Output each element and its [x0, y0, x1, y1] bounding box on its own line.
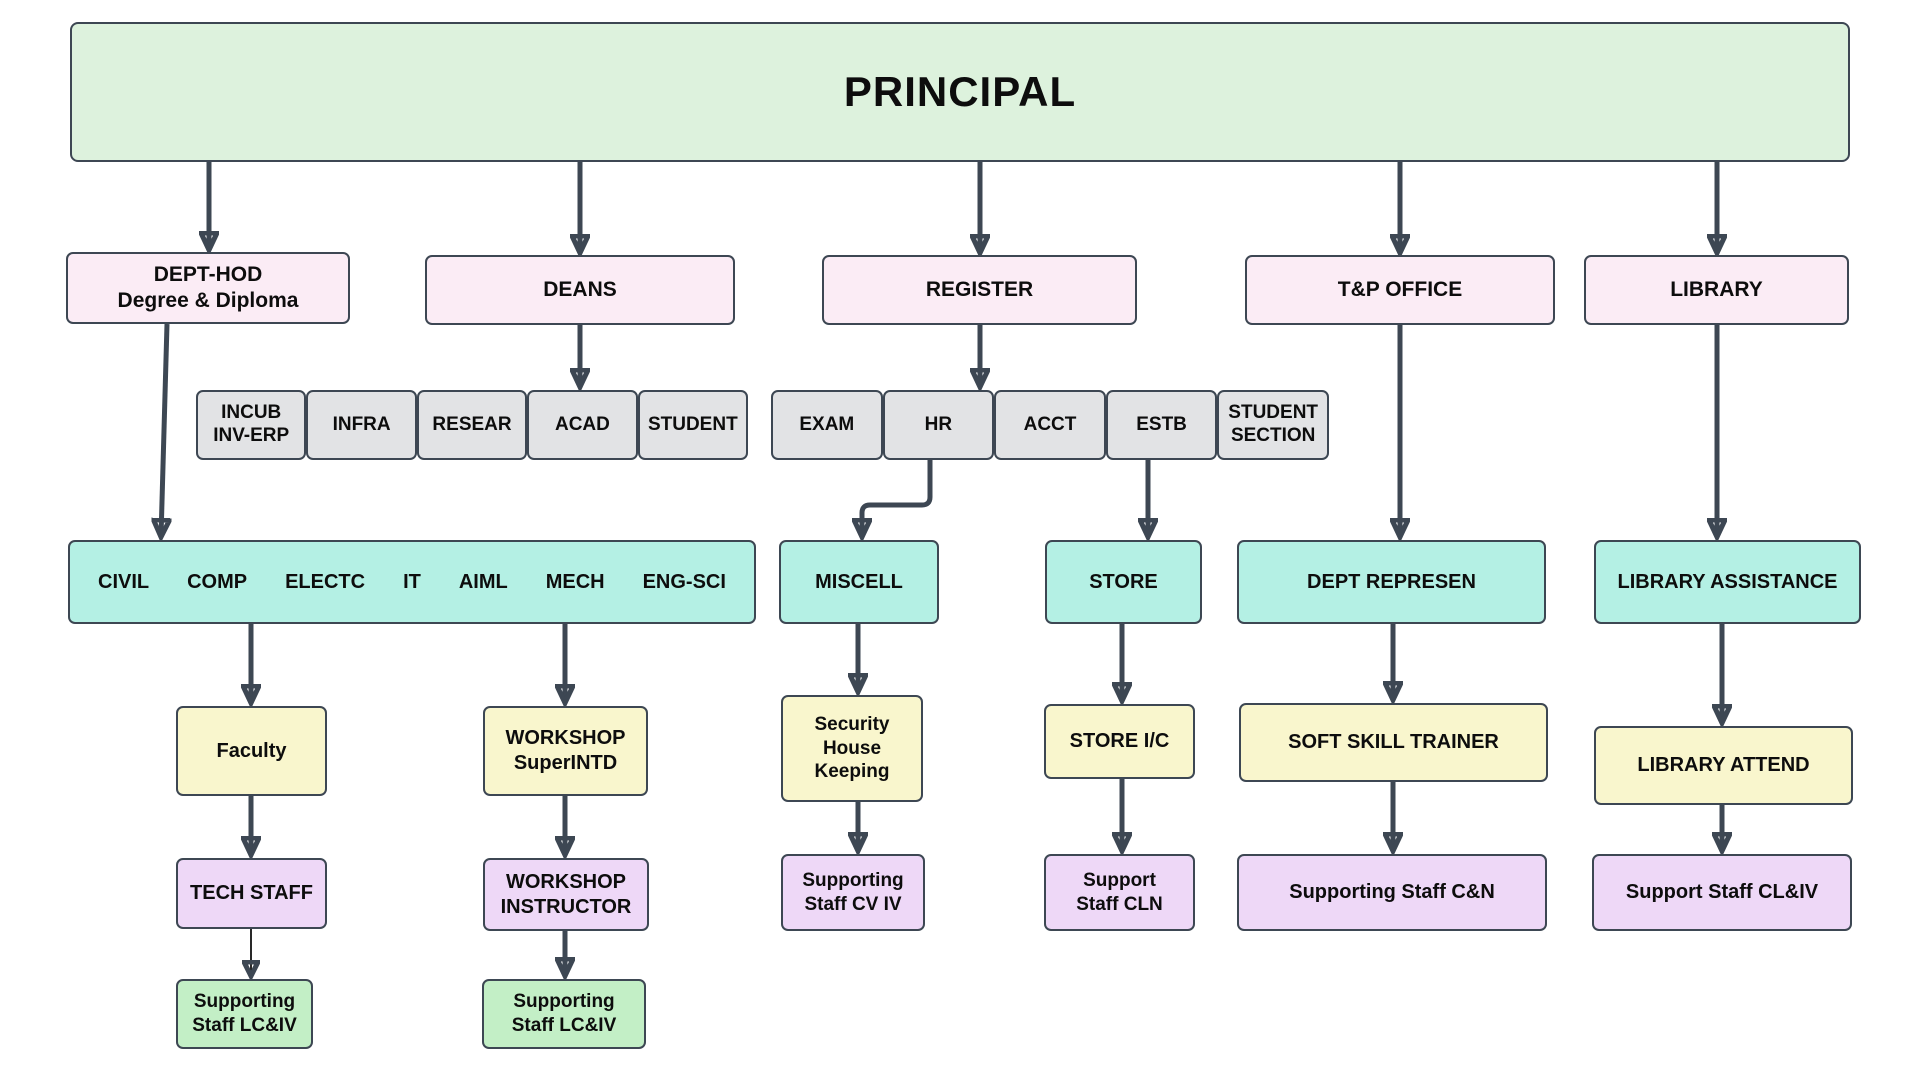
- node-workshop-instructor: WORKSHOP INSTRUCTOR: [483, 858, 649, 931]
- node-library-attend: LIBRARY ATTEND: [1594, 726, 1853, 805]
- node-workshop-superintd: WORKSHOP SuperINTD: [483, 706, 648, 796]
- node-hr: HR: [882, 390, 995, 460]
- node-support-staff-cliv: Support Staff CL&IV: [1592, 854, 1852, 931]
- node-exam: EXAM: [771, 390, 883, 460]
- connector-hr-miscell: [862, 460, 933, 537]
- node-library-assistance: LIBRARY ASSISTANCE: [1594, 540, 1861, 624]
- node-acct: ACCT: [994, 390, 1106, 460]
- node-student: STUDENT: [637, 390, 749, 460]
- node-dept-hod: DEPT-HOD Degree & Diploma: [66, 252, 350, 324]
- node-tech-staff: TECH STAFF: [176, 858, 327, 929]
- node-store-ic: STORE I/C: [1044, 704, 1195, 779]
- node-tp-office: T&P OFFICE: [1245, 255, 1555, 325]
- dept-comp: COMP: [187, 570, 248, 593]
- node-acad: ACAD: [527, 390, 638, 460]
- node-supporting-staff-lciv-left: Supporting Staff LC&IV: [176, 979, 313, 1049]
- dept-eng-sci: ENG-SCI: [642, 570, 726, 593]
- node-soft-skill-trainer: SOFT SKILL TRAINER: [1239, 703, 1548, 782]
- node-library: LIBRARY: [1584, 255, 1849, 325]
- node-estb: ESTB: [1105, 390, 1218, 460]
- node-supporting-staff-cv-iv: Supporting Staff CV IV: [781, 854, 925, 931]
- node-register: REGISTER: [822, 255, 1137, 325]
- node-store: STORE: [1045, 540, 1202, 624]
- node-supporting-staff-lciv-right: Supporting Staff LC&IV: [482, 979, 646, 1049]
- node-deans: DEANS: [425, 255, 735, 325]
- node-support-staff-cln: Support Staff CLN: [1044, 854, 1195, 931]
- node-resear: RESEAR: [416, 390, 528, 460]
- node-miscell: MISCELL: [779, 540, 939, 624]
- dept-mech: MECH: [545, 570, 605, 593]
- node-security-house-keeping: Security House Keeping: [781, 695, 923, 802]
- node-principal: PRINCIPAL: [70, 22, 1850, 162]
- node-supporting-staff-cn: Supporting Staff C&N: [1237, 854, 1547, 931]
- dept-civil: CIVIL: [98, 570, 150, 593]
- node-faculty: Faculty: [176, 706, 327, 796]
- node-infra: INFRA: [306, 390, 417, 460]
- node-incub-inv-erp: INCUB INV-ERP: [196, 390, 307, 460]
- dept-aiml: AIML: [458, 570, 508, 593]
- node-student-section: STUDENT SECTION: [1217, 390, 1329, 460]
- connector-dept-hod-departments: [161, 323, 167, 537]
- node-dept-represen: DEPT REPRESEN: [1237, 540, 1546, 624]
- dept-electc: ELECTC: [285, 570, 366, 593]
- node-departments: CIVIL COMP ELECTC IT AIML MECH ENG-SCI: [68, 540, 756, 624]
- deans-sections-group: INCUB INV-ERP INFRA RESEAR ACAD STUDENT: [196, 390, 749, 460]
- register-sections-group: EXAM HR ACCT ESTB STUDENT SECTION: [771, 390, 1329, 460]
- dept-it: IT: [403, 570, 421, 593]
